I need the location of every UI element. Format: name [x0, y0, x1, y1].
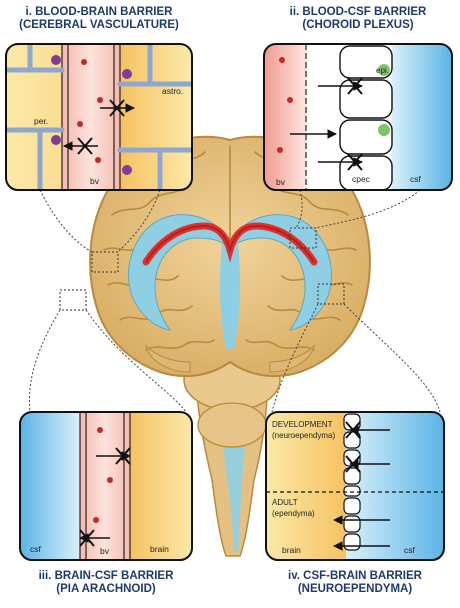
- label-csf: csf: [404, 545, 416, 555]
- zoom-box-i: [91, 251, 119, 273]
- block-x: [115, 447, 131, 465]
- csf-region: [20, 412, 80, 560]
- label-epi: epi.: [376, 66, 389, 75]
- panel-i-title: i. BLOOD-BRAIN BARRIER (CEREBRAL VASCULA…: [6, 6, 192, 32]
- blood-vessel: [264, 44, 306, 190]
- brain-tissue: [130, 412, 192, 560]
- blood-vessel: [62, 44, 120, 190]
- cerebellum-left: [145, 344, 191, 373]
- block-x: [347, 77, 363, 95]
- label-bv: bv: [100, 546, 110, 556]
- label-csf: csf: [410, 174, 422, 184]
- label-adult: ADULT: [272, 498, 298, 507]
- label-brain: brain: [282, 545, 301, 555]
- label-bv: bv: [276, 177, 286, 187]
- brain-tissue: [266, 412, 346, 560]
- csf-region: [392, 44, 452, 190]
- block-x: [77, 137, 93, 155]
- panel-bcsf: epi. bv cpec csf: [263, 43, 453, 191]
- label-ependyma: (ependyma): [272, 509, 315, 518]
- label-csf: csf: [30, 544, 42, 554]
- label-neuroependyma: (neuroependyma): [272, 431, 335, 440]
- block-x: [345, 455, 361, 473]
- zoom-box-ii: [289, 227, 317, 249]
- panel-i-subheading: (CEREBRAL VASCULATURE): [19, 19, 179, 31]
- pericyte: [122, 165, 132, 175]
- panel-pia: csf bv brain: [19, 411, 193, 561]
- zoom-box-iii: [59, 289, 87, 311]
- astrocyte-processes: [6, 44, 192, 190]
- label-development: DEVELOPMENT: [272, 420, 333, 429]
- block-x: [109, 99, 125, 117]
- label-bv: bv: [90, 176, 100, 186]
- block-x: [347, 153, 363, 171]
- panel-ii-title: ii. BLOOD-CSF BARRIER (CHOROID PLEXUS): [264, 6, 452, 32]
- panel-ii-heading: ii. BLOOD-CSF BARRIER: [289, 6, 427, 18]
- pericyte: [51, 135, 61, 145]
- pericyte: [122, 69, 132, 79]
- panel-iii-heading: iii. BRAIN-CSF BARRIER: [38, 570, 174, 582]
- zoom-box-iv: [317, 283, 345, 305]
- label-astro: astro.: [162, 86, 183, 96]
- panel-i-heading: i. BLOOD-BRAIN BARRIER: [25, 6, 173, 18]
- panel-iii-subheading: (PIA ARACHNOID): [56, 583, 156, 595]
- panel-iii-title: iii. BRAIN-CSF BARRIER (PIA ARACHNOID): [10, 570, 202, 596]
- label-per: per.: [34, 116, 48, 126]
- third-ventricle: [219, 244, 241, 350]
- connector-lines: [28, 189, 441, 413]
- label-brain: brain: [150, 544, 169, 554]
- panel-iv-subheading: (NEUROEPENDYMA): [297, 583, 413, 595]
- csf-region: [346, 412, 444, 560]
- panel-neuro: DEVELOPMENT (neuroependyma) ADULT (epend…: [265, 411, 445, 561]
- block-x: [345, 421, 361, 439]
- block-x: [79, 529, 95, 547]
- cerebellum-right: [269, 344, 315, 373]
- medulla: [197, 402, 267, 448]
- panel-iv-title: iv. CSF-BRAIN BARRIER (NEUROEPENDYMA): [262, 570, 448, 596]
- panel-ii-subheading: (CHOROID PLEXUS): [302, 19, 414, 31]
- panel-iv-heading: iv. CSF-BRAIN BARRIER: [288, 570, 422, 582]
- epi-cell-marker: [378, 64, 390, 76]
- epi-cell-marker: [378, 124, 390, 136]
- lateral-ventricle-left: [128, 214, 225, 331]
- pericyte: [51, 55, 61, 65]
- label-cpec: cpec: [352, 174, 371, 184]
- lateral-ventricle-right: [235, 214, 332, 331]
- panel-bbb: astro. per. bv: [5, 43, 193, 191]
